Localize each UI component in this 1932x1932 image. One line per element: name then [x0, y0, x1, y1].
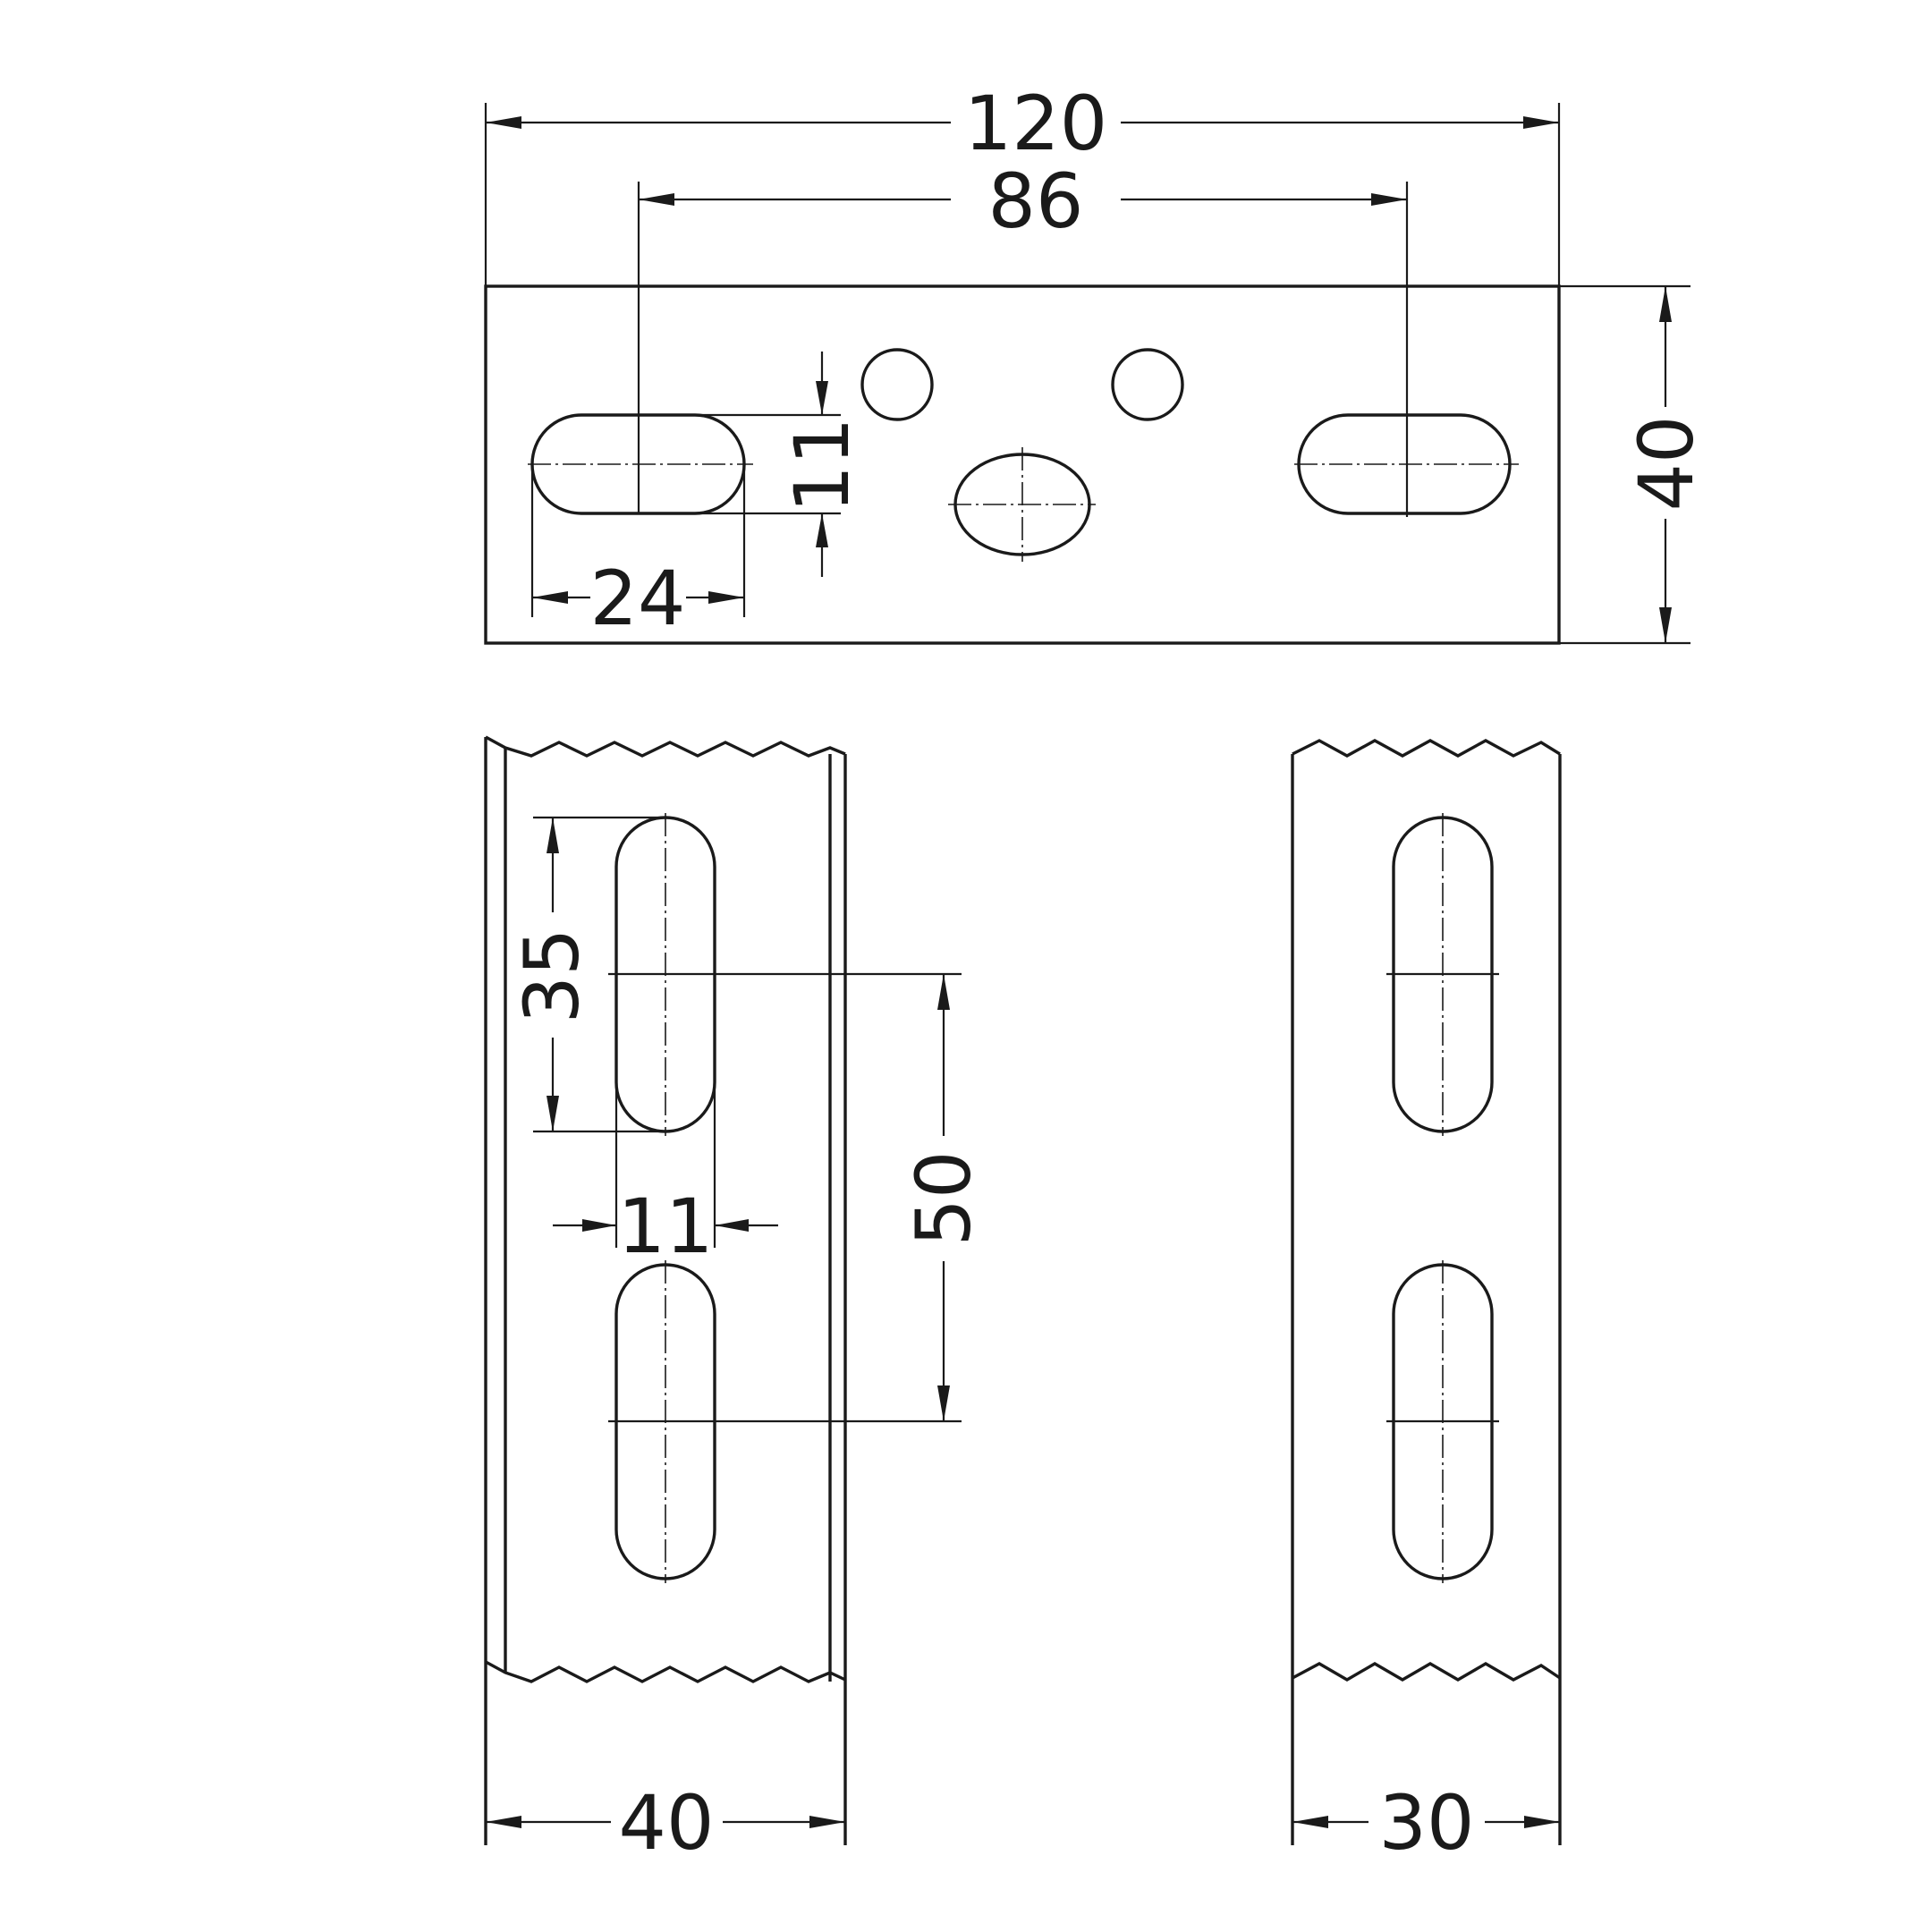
dim-slot-height-label: 11: [778, 418, 866, 513]
dim-top-height: 40: [1559, 284, 1710, 645]
dim-side-slot-width: 11: [553, 1082, 778, 1270]
dim-side-width: 40: [486, 1779, 845, 1867]
dim-end-width: 30: [1292, 1779, 1560, 1867]
side-view-bottom-break: [485, 1660, 846, 1683]
top-view: 120 86 40: [484, 80, 1710, 645]
side-slot-lower: [614, 1263, 716, 1580]
dim-slot-height: 11: [695, 352, 866, 577]
top-right-slot: [1297, 413, 1512, 515]
dim-end-width-label: 30: [1379, 1779, 1475, 1867]
top-plate-outline: [484, 284, 1561, 645]
dim-overall-length: 120: [484, 80, 1561, 286]
dim-overall-length-label: 120: [964, 80, 1107, 167]
dim-side-width-label: 40: [619, 1779, 715, 1867]
dim-slot-pitch: 86: [637, 157, 1409, 517]
end-slot-lower: [1392, 1263, 1494, 1580]
dim-side-slot-length-label: 35: [508, 928, 596, 1024]
top-round-hole-right: [1111, 348, 1184, 421]
dim-top-height-label: 40: [1623, 416, 1710, 512]
dim-side-slot-pitch-label: 50: [900, 1151, 987, 1247]
dim-side-slot-length: 35: [508, 816, 665, 1133]
side-view: 35 11 50 40: [484, 735, 987, 1867]
dim-slot-length-label: 24: [590, 555, 686, 642]
dim-slot-length: 24: [530, 464, 746, 642]
end-view: 30: [1291, 739, 1562, 1867]
top-round-hole-left: [860, 348, 934, 421]
end-view-bottom-break: [1292, 1662, 1561, 1682]
end-view-top-break: [1292, 739, 1561, 758]
dim-slot-pitch-label: 86: [988, 157, 1084, 245]
dim-side-slot-pitch: 50: [900, 974, 987, 1421]
side-view-top-break: [485, 735, 846, 758]
end-slot-upper: [1392, 816, 1494, 1133]
dim-side-slot-width-label: 11: [618, 1182, 714, 1270]
